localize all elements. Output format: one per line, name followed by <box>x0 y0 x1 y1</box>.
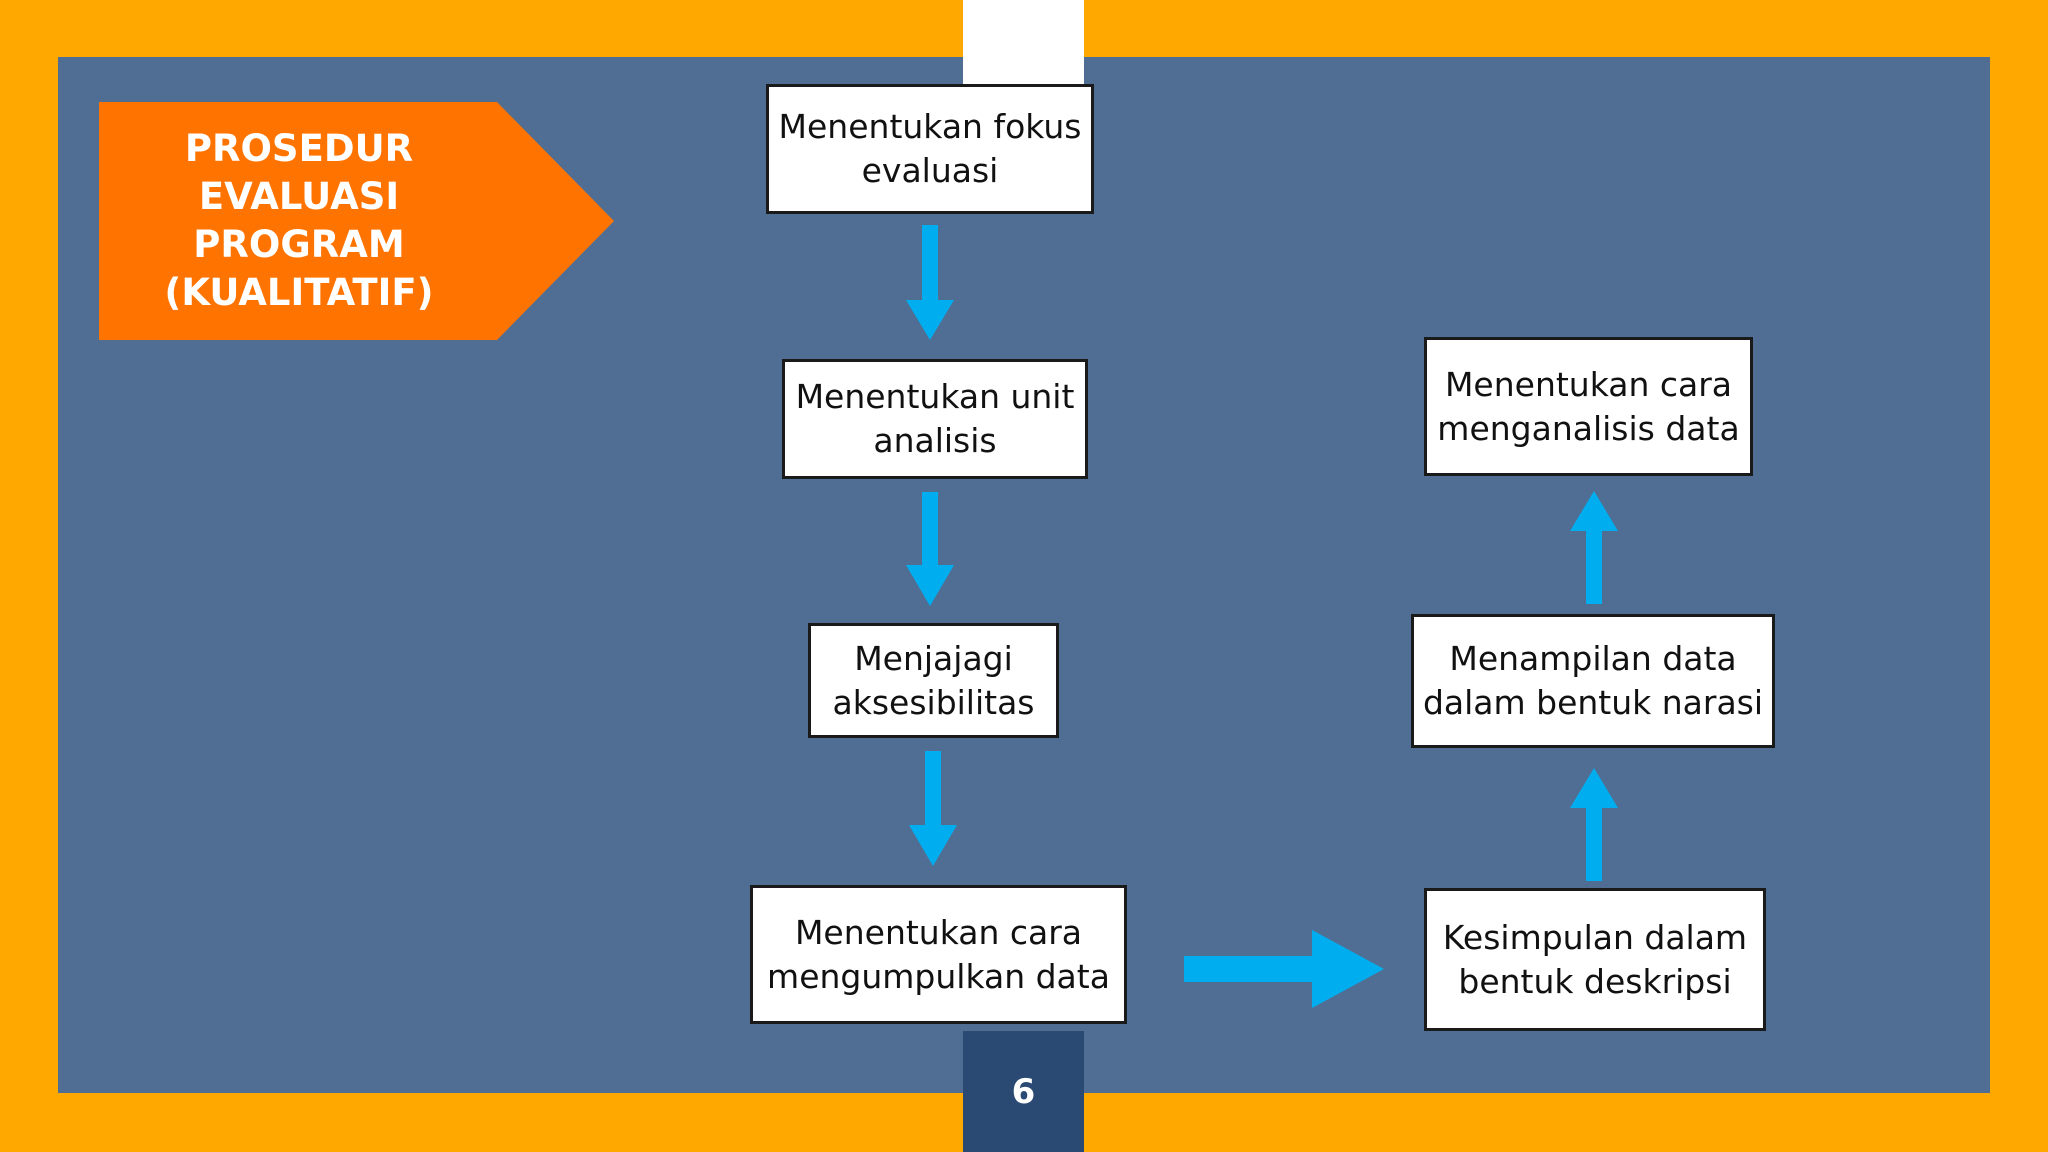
step-box-unit-analisis: Menentukan unit analisis <box>782 359 1088 479</box>
step-box-fokus-evaluasi: Menentukan fokus evaluasi <box>766 84 1094 214</box>
title-line-2: EVALUASI PROGRAM <box>193 175 405 266</box>
step-line: evaluasi <box>861 151 999 190</box>
page-number: 6 <box>963 1031 1084 1152</box>
step-line: dalam bentuk narasi <box>1422 683 1764 722</box>
step-line: Menentukan cara <box>1444 364 1733 404</box>
step-box-mengumpulkan-data: Menentukan cara mengumpulkan data <box>750 885 1127 1024</box>
slide-title: PROSEDUR EVALUASI PROGRAM (KUALITATIF) <box>99 102 499 340</box>
step-line: Menampilan data <box>1449 639 1737 678</box>
arrow-down-icon <box>906 492 954 606</box>
arrow-right-icon <box>1184 930 1384 1008</box>
step-line: Menentukan cara <box>794 912 1083 952</box>
step-box-kesimpulan: Kesimpulan dalam bentuk deskripsi <box>1424 888 1766 1031</box>
step-line: mengumpulkan data <box>767 956 1110 996</box>
top-tab <box>963 0 1084 84</box>
step-line: Menentukan fokus <box>778 107 1082 146</box>
step-line: analisis <box>873 421 997 460</box>
step-box-menampilan-data: Menampilan data dalam bentuk narasi <box>1411 614 1775 748</box>
step-line: menganalisis data <box>1437 408 1740 448</box>
step-line: Menjajagi <box>854 638 1013 678</box>
arrow-down-icon <box>906 225 954 340</box>
step-line: Kesimpulan dalam <box>1442 917 1748 957</box>
title-arrow-shape <box>99 102 614 340</box>
step-box-menganalisis-data: Menentukan cara menganalisis data <box>1424 337 1753 476</box>
step-box-aksesibilitas: Menjajagi aksesibilitas <box>808 623 1059 738</box>
step-line: aksesibilitas <box>832 682 1035 722</box>
title-line-1: PROSEDUR <box>184 127 414 170</box>
title-line-3: (KUALITATIF) <box>164 271 434 314</box>
arrow-up-icon <box>1570 768 1618 881</box>
arrow-up-icon <box>1570 491 1618 604</box>
arrow-down-icon <box>909 751 957 866</box>
step-line: bentuk deskripsi <box>1458 961 1732 1001</box>
step-line: Menentukan unit <box>795 377 1075 416</box>
